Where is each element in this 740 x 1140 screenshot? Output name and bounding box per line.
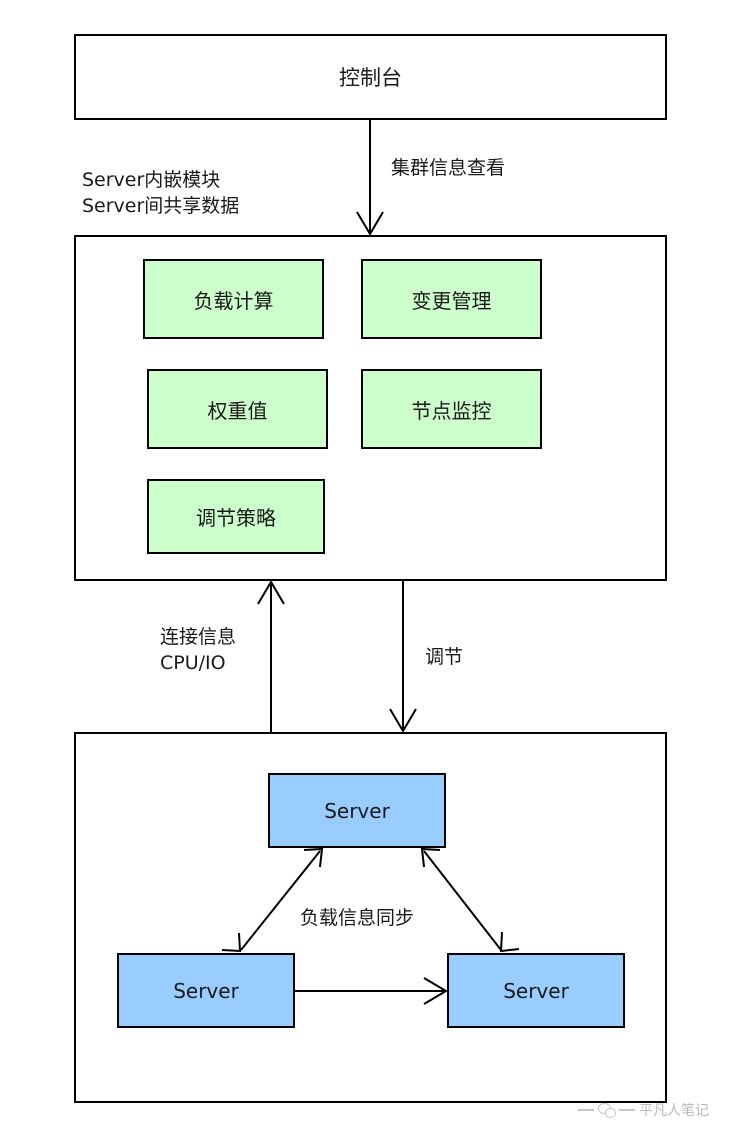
- watermark-rule: [578, 1109, 594, 1111]
- side-note-server-module: Server内嵌模块 Server间共享数据: [82, 169, 240, 217]
- console-node-label: 控制台: [339, 67, 402, 90]
- server-node-bottom-left[interactable]: Server: [117, 953, 295, 1028]
- server-node-top[interactable]: Server: [268, 773, 446, 848]
- module-load-calculation[interactable]: 负载计算: [143, 259, 324, 339]
- watermark-text: 平凡人笔记: [639, 1103, 709, 1119]
- module-label: 负载计算: [193, 290, 274, 313]
- arrow-cluster-to-servers: [389, 581, 417, 733]
- server-node-label: Server: [503, 978, 569, 1003]
- module-label: 变更管理: [411, 290, 492, 313]
- console-node[interactable]: 控制台: [74, 34, 667, 120]
- module-adjust-strategy[interactable]: 调节策略: [147, 479, 325, 554]
- edge-label-load-sync: 负载信息同步: [300, 908, 415, 929]
- module-weight-value[interactable]: 权重值: [147, 369, 328, 449]
- watermark-rule: [619, 1109, 635, 1111]
- server-node-label: Server: [173, 978, 239, 1003]
- module-label: 权重值: [207, 400, 268, 423]
- watermark: 平凡人笔记: [578, 1100, 709, 1120]
- module-node-monitor[interactable]: 节点监控: [361, 369, 542, 449]
- server-node-bottom-right[interactable]: Server: [447, 953, 625, 1028]
- edge-label-connection-info: 连接信息 CPU/IO: [160, 626, 237, 674]
- module-label: 调节策略: [196, 508, 276, 530]
- module-label: 节点监控: [411, 400, 492, 423]
- module-change-management[interactable]: 变更管理: [361, 259, 542, 339]
- arrow-servers-to-cluster: [257, 580, 285, 732]
- edge-label-cluster-info-view: 集群信息查看: [391, 158, 506, 179]
- wechat-icon: [598, 1102, 616, 1118]
- arrow-console-to-cluster: [356, 120, 384, 236]
- server-node-label: Server: [324, 798, 390, 823]
- edge-label-adjust: 调节: [425, 647, 464, 668]
